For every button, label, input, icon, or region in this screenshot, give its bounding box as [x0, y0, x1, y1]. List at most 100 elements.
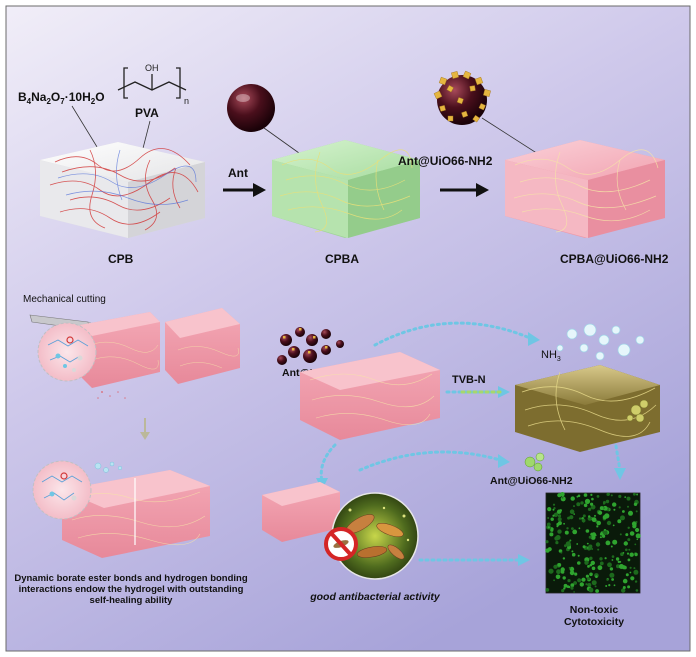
- cell-dot: [629, 552, 634, 557]
- cell-dot: [555, 541, 559, 545]
- cell-dot: [599, 557, 603, 561]
- cell-dot: [585, 583, 588, 586]
- cell-dot: [582, 545, 586, 549]
- cell-dot: [595, 542, 601, 547]
- cell-dot: [627, 526, 630, 529]
- cell-dot: [565, 541, 571, 547]
- cell-dot: [581, 518, 586, 523]
- cell-dot: [619, 560, 622, 563]
- cell-dot: [563, 587, 566, 590]
- cell-dot: [616, 564, 620, 569]
- cell-dot: [624, 496, 627, 498]
- cell-dot: [587, 507, 592, 511]
- cell-dot: [597, 565, 603, 571]
- cell-dot: [603, 502, 605, 505]
- cell-dot: [611, 578, 614, 581]
- cell-dot: [573, 591, 575, 593]
- cell-dot: [562, 576, 566, 580]
- cell-dot: [549, 532, 554, 537]
- cell-dot: [603, 507, 605, 509]
- cell-dot: [589, 572, 593, 577]
- cell-dot: [569, 570, 575, 576]
- cell-dot: [545, 548, 550, 553]
- no-bacteria-icon: [324, 527, 358, 561]
- cell-dot: [596, 495, 600, 498]
- cell-dot: [561, 496, 564, 499]
- pva-oh-label: OH: [145, 63, 159, 73]
- cell-dot: [635, 589, 639, 592]
- cell-dot: [589, 556, 593, 560]
- cell-dot: [625, 548, 628, 552]
- cell-dot: [577, 554, 580, 557]
- antibacterial-label: good antibacterial activity: [309, 591, 441, 603]
- self-heal-caption-line3: self-healing ability: [90, 595, 174, 606]
- healing-bubbles: [94, 461, 123, 473]
- cell-dot: [586, 577, 591, 581]
- ant-label: Ant: [228, 166, 248, 180]
- cell-dot: [556, 569, 561, 575]
- cell-dot: [608, 584, 611, 587]
- cell-dot: [622, 586, 626, 589]
- cell-dot: [627, 505, 629, 508]
- cell-dot: [626, 496, 631, 501]
- cell-dot: [571, 527, 574, 530]
- borax-label: B4Na2O7·10H2O: [18, 90, 105, 106]
- arrow-cpb-to-cpba: [223, 183, 266, 197]
- cell-dot: [563, 583, 568, 588]
- cell-dot: [627, 538, 631, 542]
- cell-dot: [591, 497, 594, 501]
- cell-dot: [621, 588, 626, 593]
- cell-dot: [560, 567, 565, 572]
- cell-dot: [591, 580, 597, 586]
- mechanical-cutting-label: Mechanical cutting: [23, 294, 106, 305]
- cell-dot: [586, 542, 589, 545]
- cell-dot: [622, 578, 628, 584]
- cell-dot: [611, 559, 614, 561]
- cell-dot: [634, 543, 637, 546]
- ant-sphere: [227, 84, 275, 132]
- cell-dot: [557, 517, 562, 522]
- cell-dot: [553, 512, 559, 517]
- cell-dot: [628, 510, 633, 516]
- nontoxic-label: Non-toxic: [570, 604, 619, 616]
- cell-dot: [618, 564, 624, 569]
- cell-dot: [552, 508, 555, 511]
- cell-dot: [633, 569, 639, 575]
- cell-dot: [610, 494, 613, 497]
- cell-dot: [588, 587, 594, 593]
- cell-dot: [570, 586, 574, 590]
- cell-dot: [557, 529, 562, 534]
- cell-dot: [613, 584, 616, 587]
- cut-gel-right: [165, 308, 240, 384]
- cell-dot: [554, 536, 559, 541]
- cell-dot: [599, 506, 604, 511]
- cell-dot: [606, 578, 609, 581]
- cell-dot: [579, 582, 584, 587]
- cell-dot: [604, 513, 610, 519]
- cpb-label: CPB: [108, 252, 134, 266]
- cell-dot: [604, 557, 607, 560]
- cell-dot: [622, 510, 625, 513]
- cell-dot: [606, 520, 612, 526]
- cell-dot: [577, 561, 581, 565]
- cell-dot: [567, 516, 571, 520]
- cell-dot: [609, 572, 615, 578]
- cell-dot: [560, 551, 563, 554]
- cell-dot: [569, 509, 575, 514]
- arrow-cpba-to-cpbauio: [440, 183, 489, 197]
- cell-dot: [577, 494, 581, 498]
- cell-dot: [622, 552, 625, 554]
- cell-dot: [553, 564, 558, 569]
- cell-dot: [580, 501, 584, 505]
- pva-n-label: n: [184, 96, 189, 106]
- cell-dot: [571, 550, 574, 553]
- cell-dot: [557, 563, 562, 567]
- cell-dot: [572, 529, 578, 535]
- cell-dot: [627, 585, 631, 589]
- cell-dot: [557, 521, 562, 526]
- cell-dot: [562, 557, 566, 560]
- nh3-label: NH3: [541, 349, 561, 363]
- cell-dot: [598, 510, 603, 515]
- ant-uio-lower-label: Ant@UiO66-NH2: [490, 475, 573, 487]
